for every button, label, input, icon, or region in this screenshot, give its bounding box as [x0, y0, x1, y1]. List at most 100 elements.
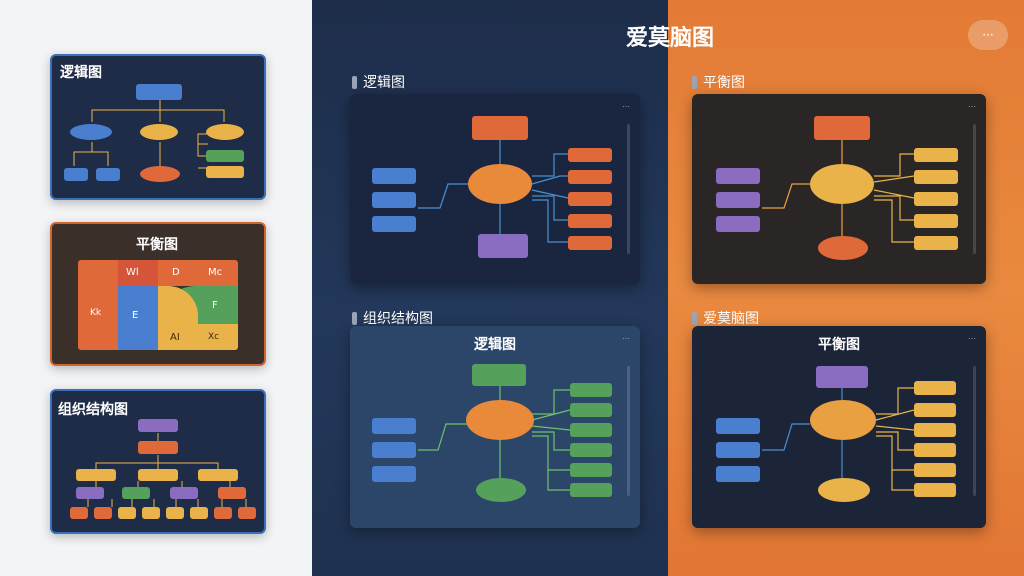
scrollbar[interactable] [627, 124, 630, 254]
left-node [372, 466, 416, 482]
connector-lines [87, 433, 247, 507]
section-label-top-left: 逻辑图 [352, 72, 405, 92]
right-node [914, 463, 956, 477]
left-node [372, 168, 416, 184]
right-node [914, 443, 956, 457]
branch-node [70, 124, 112, 140]
leaf-node [64, 168, 88, 181]
thumbnail-title: 平衡图 [136, 237, 178, 253]
app-title: 爱莫脑图 [625, 26, 714, 51]
thumbnail-logic-chart[interactable]: 逻辑图 [50, 54, 266, 200]
root-node [472, 116, 528, 140]
more-options-button[interactable]: ··· [968, 20, 1008, 50]
center-node [466, 400, 534, 440]
root-node [472, 364, 526, 386]
cell-label: Mc [208, 267, 223, 278]
cell-label: Wl [126, 267, 139, 278]
panel-menu-icon[interactable]: ⋯ [622, 102, 630, 111]
cell-label: D [172, 267, 180, 278]
right-node [914, 483, 956, 497]
org-node [122, 487, 150, 499]
left-node [372, 418, 416, 434]
cell-label: AI [170, 332, 180, 343]
right-node [570, 383, 612, 397]
center-node [810, 164, 874, 204]
left-node [372, 192, 416, 208]
cell-label: F [212, 300, 218, 311]
org-node [138, 441, 178, 454]
right-node [914, 192, 958, 206]
right-node [568, 214, 612, 228]
child-node [818, 478, 870, 502]
right-node [914, 423, 956, 437]
right-node [914, 170, 958, 184]
panel-menu-icon[interactable]: ⋯ [622, 334, 630, 343]
right-node [914, 148, 958, 162]
panel-title: 平衡图 [818, 337, 860, 353]
preview-panel-top-right[interactable]: ⋯ [692, 94, 986, 284]
leaf-node [140, 166, 180, 182]
org-root-node [138, 419, 178, 432]
org-leaf [238, 507, 256, 519]
right-node [568, 170, 612, 184]
root-node [816, 366, 868, 388]
connector-lines [418, 140, 569, 243]
right-node [570, 423, 612, 437]
left-node [372, 442, 416, 458]
scrollbar[interactable] [973, 366, 976, 496]
connector-lines [73, 100, 225, 169]
section-label-top-right: 平衡图 [692, 72, 745, 92]
right-node [568, 148, 612, 162]
balance-grid: Wl D Mc Kk E F AI Xc [78, 260, 238, 350]
org-node [138, 469, 178, 481]
right-node [570, 463, 612, 477]
org-node [76, 469, 116, 481]
connector-lines [762, 387, 915, 491]
org-node [218, 487, 246, 499]
root-node [136, 84, 182, 100]
panel-menu-icon[interactable]: ⋯ [968, 102, 976, 111]
center-node [468, 164, 532, 204]
preview-panel-top-left[interactable]: ⋯ [350, 94, 640, 284]
left-node [716, 192, 760, 208]
cell-label: Xc [208, 332, 220, 342]
thumbnail-org-chart[interactable]: 组织结构图 [50, 389, 266, 534]
left-node [716, 216, 760, 232]
leaf-node [206, 166, 244, 178]
org-leaf [214, 507, 232, 519]
org-leaf [142, 507, 160, 519]
child-node [476, 478, 526, 502]
left-node [716, 418, 760, 434]
cell-label: Kk [90, 308, 102, 318]
right-node [570, 483, 612, 497]
org-node [76, 487, 104, 499]
right-node [570, 403, 612, 417]
panel-title: 逻辑图 [474, 337, 516, 353]
preview-panel-bottom-left[interactable]: 逻辑图 ⋯ [350, 326, 640, 528]
connector-lines [418, 386, 571, 491]
child-node [818, 236, 868, 260]
connector-lines [762, 140, 915, 243]
section-label-bottom-right: 爱莫脑图 [692, 308, 759, 328]
right-node [570, 443, 612, 457]
scrollbar[interactable] [627, 366, 630, 496]
org-leaf [118, 507, 136, 519]
preview-panel-bottom-right[interactable]: 平衡图 ⋯ [692, 326, 986, 528]
root-node [814, 116, 870, 140]
scrollbar[interactable] [973, 124, 976, 254]
thumbnail-balance-chart[interactable]: 平衡图 Wl D Mc Kk E F AI Xc [50, 222, 266, 366]
leaf-node [96, 168, 120, 181]
org-node [170, 487, 198, 499]
panel-menu-icon[interactable]: ⋯ [968, 334, 976, 343]
right-node [914, 381, 956, 395]
org-leaf [166, 507, 184, 519]
child-node [478, 234, 528, 258]
thumbnail-title: 组织结构图 [58, 402, 128, 418]
left-node [716, 442, 760, 458]
left-node [716, 466, 760, 482]
center-node [810, 400, 876, 440]
left-node [372, 216, 416, 232]
right-node [568, 236, 612, 250]
section-label-bottom-left: 组织结构图 [352, 308, 433, 328]
left-node [716, 168, 760, 184]
